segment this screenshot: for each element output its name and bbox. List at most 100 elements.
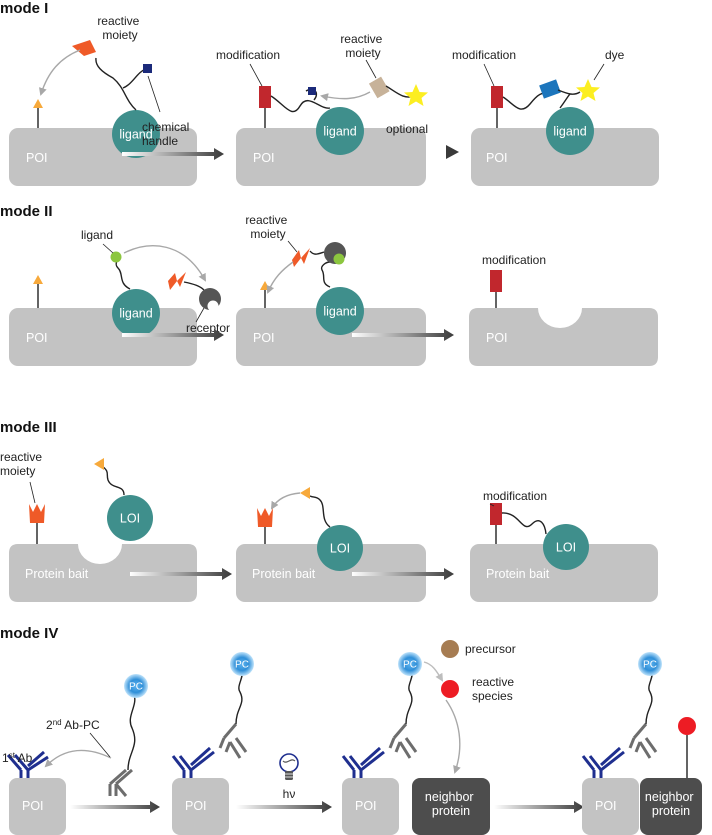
reactive-moiety-shape (72, 40, 96, 56)
mode-4-stage-3: POI PC precursor (341, 640, 517, 835)
lightning-bolt-icon (292, 248, 310, 267)
reactive-moiety-label-1: reactive moiety (97, 14, 142, 42)
photocatalyst-circle (230, 652, 254, 676)
mode-4-panel: mode IV POI P (0, 625, 702, 835)
precursor-circle (441, 640, 459, 658)
reaction-arrow (122, 329, 224, 341)
modification-label: modification (482, 253, 546, 267)
poi-label: POI (22, 799, 44, 813)
arrow-icon (39, 49, 81, 96)
loi-circle (107, 495, 153, 541)
reaction-arrow (122, 148, 224, 160)
ligand-label: ligand (119, 128, 152, 142)
protein-bait-label: Protein bait (486, 567, 550, 581)
primary-antibody (581, 746, 625, 778)
pc-label: PC (129, 682, 143, 693)
chemical-handle-square (143, 64, 152, 73)
first-ab-label: 1st Ab (2, 751, 33, 765)
mode-4-stage-4: POI PC neighbor protein (581, 652, 702, 835)
ligand-label: ligand (323, 305, 356, 319)
protein-bait (9, 544, 197, 602)
poi-label: POI (486, 151, 508, 165)
photocatalyst-circle (398, 652, 422, 676)
ligand-circle (546, 107, 594, 155)
poi-protein (9, 778, 66, 835)
arrow-icon (445, 699, 461, 774)
hv-label: hν (283, 787, 296, 801)
protein-bait (470, 544, 658, 602)
reactive-moiety-shape (257, 508, 273, 527)
nucleophile-marker (260, 281, 270, 290)
photocatalyst-circle (638, 652, 662, 676)
chemical-handle-label: chemical handle (142, 120, 193, 148)
poi-label: POI (26, 151, 48, 165)
receptor-label: receptor (186, 321, 230, 335)
ligand-label: ligand (323, 125, 356, 139)
reaction-arrow (130, 568, 232, 580)
precursor-label: precursor (465, 642, 516, 656)
mode-2-stage-1: POI ligand ligand receptor (9, 228, 230, 366)
reactive-moiety-label-2: reactive moiety (340, 32, 385, 60)
pc-label: PC (403, 660, 417, 671)
protein-bait (236, 544, 426, 602)
poi-label: POI (595, 799, 617, 813)
ligand-circle (316, 287, 364, 335)
ligand-circle (316, 107, 364, 155)
loi-label: LOI (330, 542, 350, 556)
primary-antibody (171, 746, 215, 778)
dye-label: dye (605, 48, 625, 62)
protein-bait-label: Protein bait (252, 567, 316, 581)
mode-1-stage-3: POI ligand modification dye (452, 48, 659, 186)
second-ab-pc-label: 2nd Ab-PC (46, 718, 100, 732)
star-icon (404, 84, 428, 106)
mode-1-stage-1: POI ligand reactive moiety chemical hand… (9, 14, 197, 186)
arrow-icon (320, 91, 371, 102)
nucleophile-marker (300, 487, 310, 499)
protein-bait-label: Protein bait (25, 567, 89, 581)
reaction-arrow (352, 329, 454, 341)
reactive-moiety-label: reactive moiety (245, 213, 290, 241)
neighbor-protein (640, 778, 702, 835)
lightning-bolt-icon (168, 272, 186, 290)
mode-3-stage-2: Protein bait LOI (236, 487, 426, 602)
poi-protein-with-pocket (469, 308, 658, 366)
arrow-icon (123, 245, 206, 282)
poi-label: POI (253, 331, 275, 345)
poi-label: POI (185, 799, 207, 813)
star-icon (576, 79, 600, 101)
reactive-species-label: reactive species (472, 675, 517, 703)
mode-4-stage-1: POI PC 2nd Ab-PC (2, 674, 148, 835)
poi-protein (582, 778, 639, 835)
reactive-species-circle (441, 680, 459, 698)
modification-block (490, 503, 502, 525)
poi-label: POI (26, 331, 48, 345)
nucleophile-marker (33, 275, 43, 284)
optional-arrow (360, 145, 459, 159)
nucleophile-marker (94, 458, 104, 470)
reaction-arrow (70, 801, 160, 813)
reaction-arrow (236, 801, 332, 813)
modification-block (259, 86, 271, 108)
loi-circle (317, 525, 363, 571)
neighbor-protein (412, 778, 490, 835)
reactive-moiety-label: reactive moiety (0, 450, 45, 478)
pc-label: PC (235, 660, 249, 671)
primary-antibody (341, 746, 385, 778)
click-product-block (539, 79, 561, 99)
reactive-group-tan (368, 76, 390, 99)
loi-circle (543, 524, 589, 570)
secondary-antibody-pc (388, 669, 418, 759)
mode-2-stage-2: POI ligand reactive moiety (236, 213, 426, 366)
secondary-antibody-pc (108, 693, 136, 797)
light-bulb-icon (279, 753, 299, 780)
ligand-small-circle (333, 253, 345, 265)
mode-3-stage-3: Protein bait LOI modification (470, 489, 658, 602)
nucleophile-marker (33, 99, 43, 108)
chemical-handle-square (308, 87, 316, 95)
poi-label: POI (486, 331, 508, 345)
ligand-circle (112, 289, 160, 337)
ligand-label: ligand (553, 125, 586, 139)
ligand-small-circle (110, 251, 122, 263)
mode-3-title: mode III (0, 419, 57, 436)
